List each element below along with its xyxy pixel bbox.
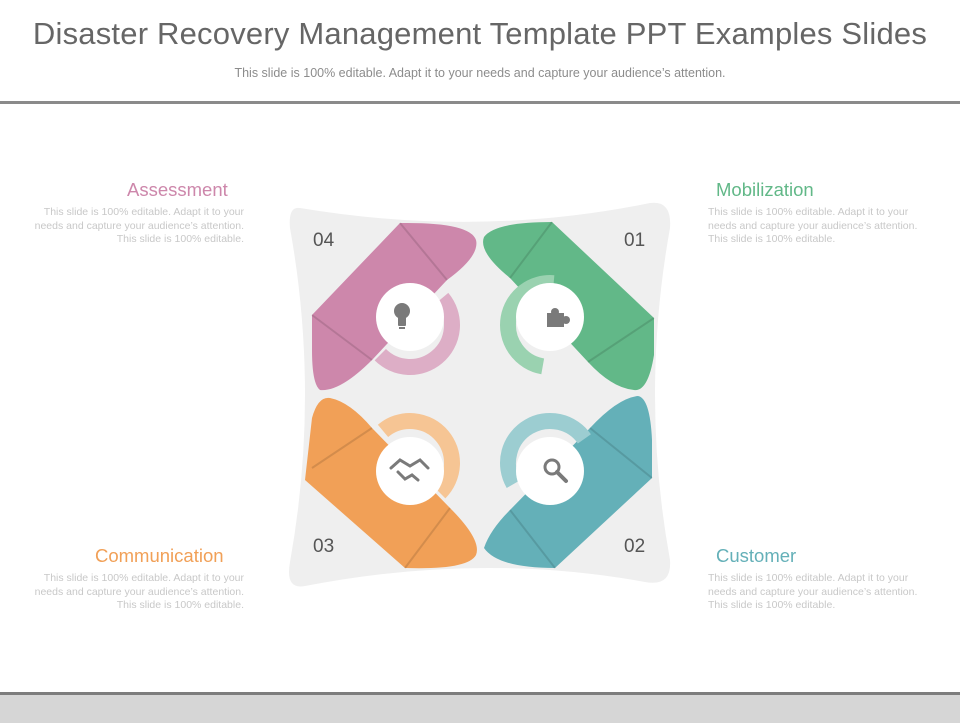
step-number-04: 04 bbox=[313, 230, 335, 251]
label-customer: Customer bbox=[716, 545, 797, 566]
icon-badge bbox=[516, 437, 584, 505]
step-number-01: 01 bbox=[624, 230, 646, 251]
fold-line bbox=[399, 222, 448, 281]
segment-communication bbox=[305, 397, 477, 569]
fold-line bbox=[509, 221, 553, 279]
fold-line bbox=[587, 317, 655, 363]
desc-customer: This slide is 100% editable. Adapt it to… bbox=[708, 572, 918, 611]
segment-ring bbox=[360, 275, 460, 375]
fold-line bbox=[311, 314, 373, 361]
diagram-backdrop bbox=[289, 202, 671, 587]
segment-ring bbox=[360, 413, 460, 513]
fold-line bbox=[589, 427, 653, 479]
magnifier-icon bbox=[543, 458, 568, 483]
step-number-02: 02 bbox=[624, 536, 646, 557]
fold-line bbox=[509, 509, 556, 569]
desc-communication: This slide is 100% editable. Adapt it to… bbox=[34, 572, 244, 611]
header-divider bbox=[0, 101, 960, 104]
icon-badge bbox=[376, 437, 444, 505]
fold-line bbox=[404, 507, 451, 569]
fold-line bbox=[311, 427, 373, 469]
segment-ring bbox=[500, 275, 600, 375]
segment-mobilization bbox=[483, 221, 655, 391]
step-number-03: 03 bbox=[313, 536, 335, 557]
segment-ring bbox=[500, 413, 600, 513]
segment-assessment bbox=[311, 222, 477, 391]
icon-badge bbox=[376, 283, 444, 351]
handshake-icon bbox=[389, 458, 430, 482]
desc-assessment: This slide is 100% editable. Adapt it to… bbox=[34, 206, 244, 245]
label-assessment: Assessment bbox=[127, 179, 228, 200]
page-subtitle: This slide is 100% editable. Adapt it to… bbox=[234, 66, 726, 80]
lightbulb-icon bbox=[394, 303, 410, 329]
desc-mobilization: This slide is 100% editable. Adapt it to… bbox=[708, 206, 918, 245]
label-communication: Communication bbox=[95, 545, 224, 566]
label-mobilization: Mobilization bbox=[716, 179, 814, 200]
page-title: Disaster Recovery Management Template PP… bbox=[32, 16, 928, 51]
footer-bar bbox=[0, 692, 960, 723]
segment-customer bbox=[484, 396, 653, 569]
puzzle-icon bbox=[547, 308, 570, 327]
